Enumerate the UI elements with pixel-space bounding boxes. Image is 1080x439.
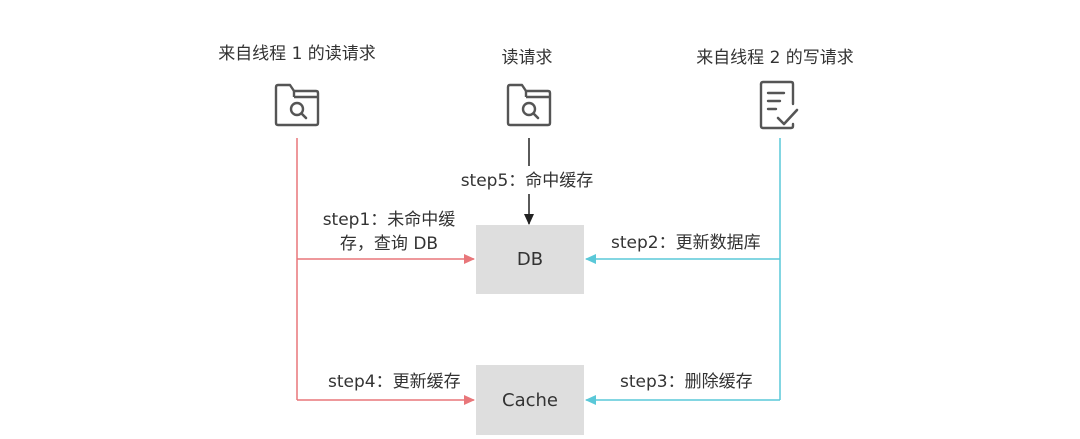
thread2-write-label: 来自线程 2 的写请求 [696, 48, 854, 68]
read-request-label: 读请求 [501, 48, 553, 68]
cache-node: Cache [476, 365, 584, 435]
db-node-label: DB [516, 249, 544, 270]
step4-label: step4：更新缓存 [328, 372, 461, 392]
step1-label-line1: step1：未命中缓 [322, 210, 456, 230]
step1-label-line2: 存，查询 DB [339, 234, 439, 254]
thread1-read-label: 来自线程 1 的读请求 [218, 44, 376, 64]
folder-search-icon [274, 83, 320, 127]
folder-search-icon [506, 83, 552, 127]
step2-label: step2：更新数据库 [611, 233, 761, 253]
cache-node-label: Cache [502, 389, 558, 411]
document-check-icon [759, 80, 799, 130]
db-node: DB [476, 225, 584, 294]
step3-label: step3：删除缓存 [620, 372, 753, 392]
step5-label: step5：命中缓存 [460, 171, 594, 191]
